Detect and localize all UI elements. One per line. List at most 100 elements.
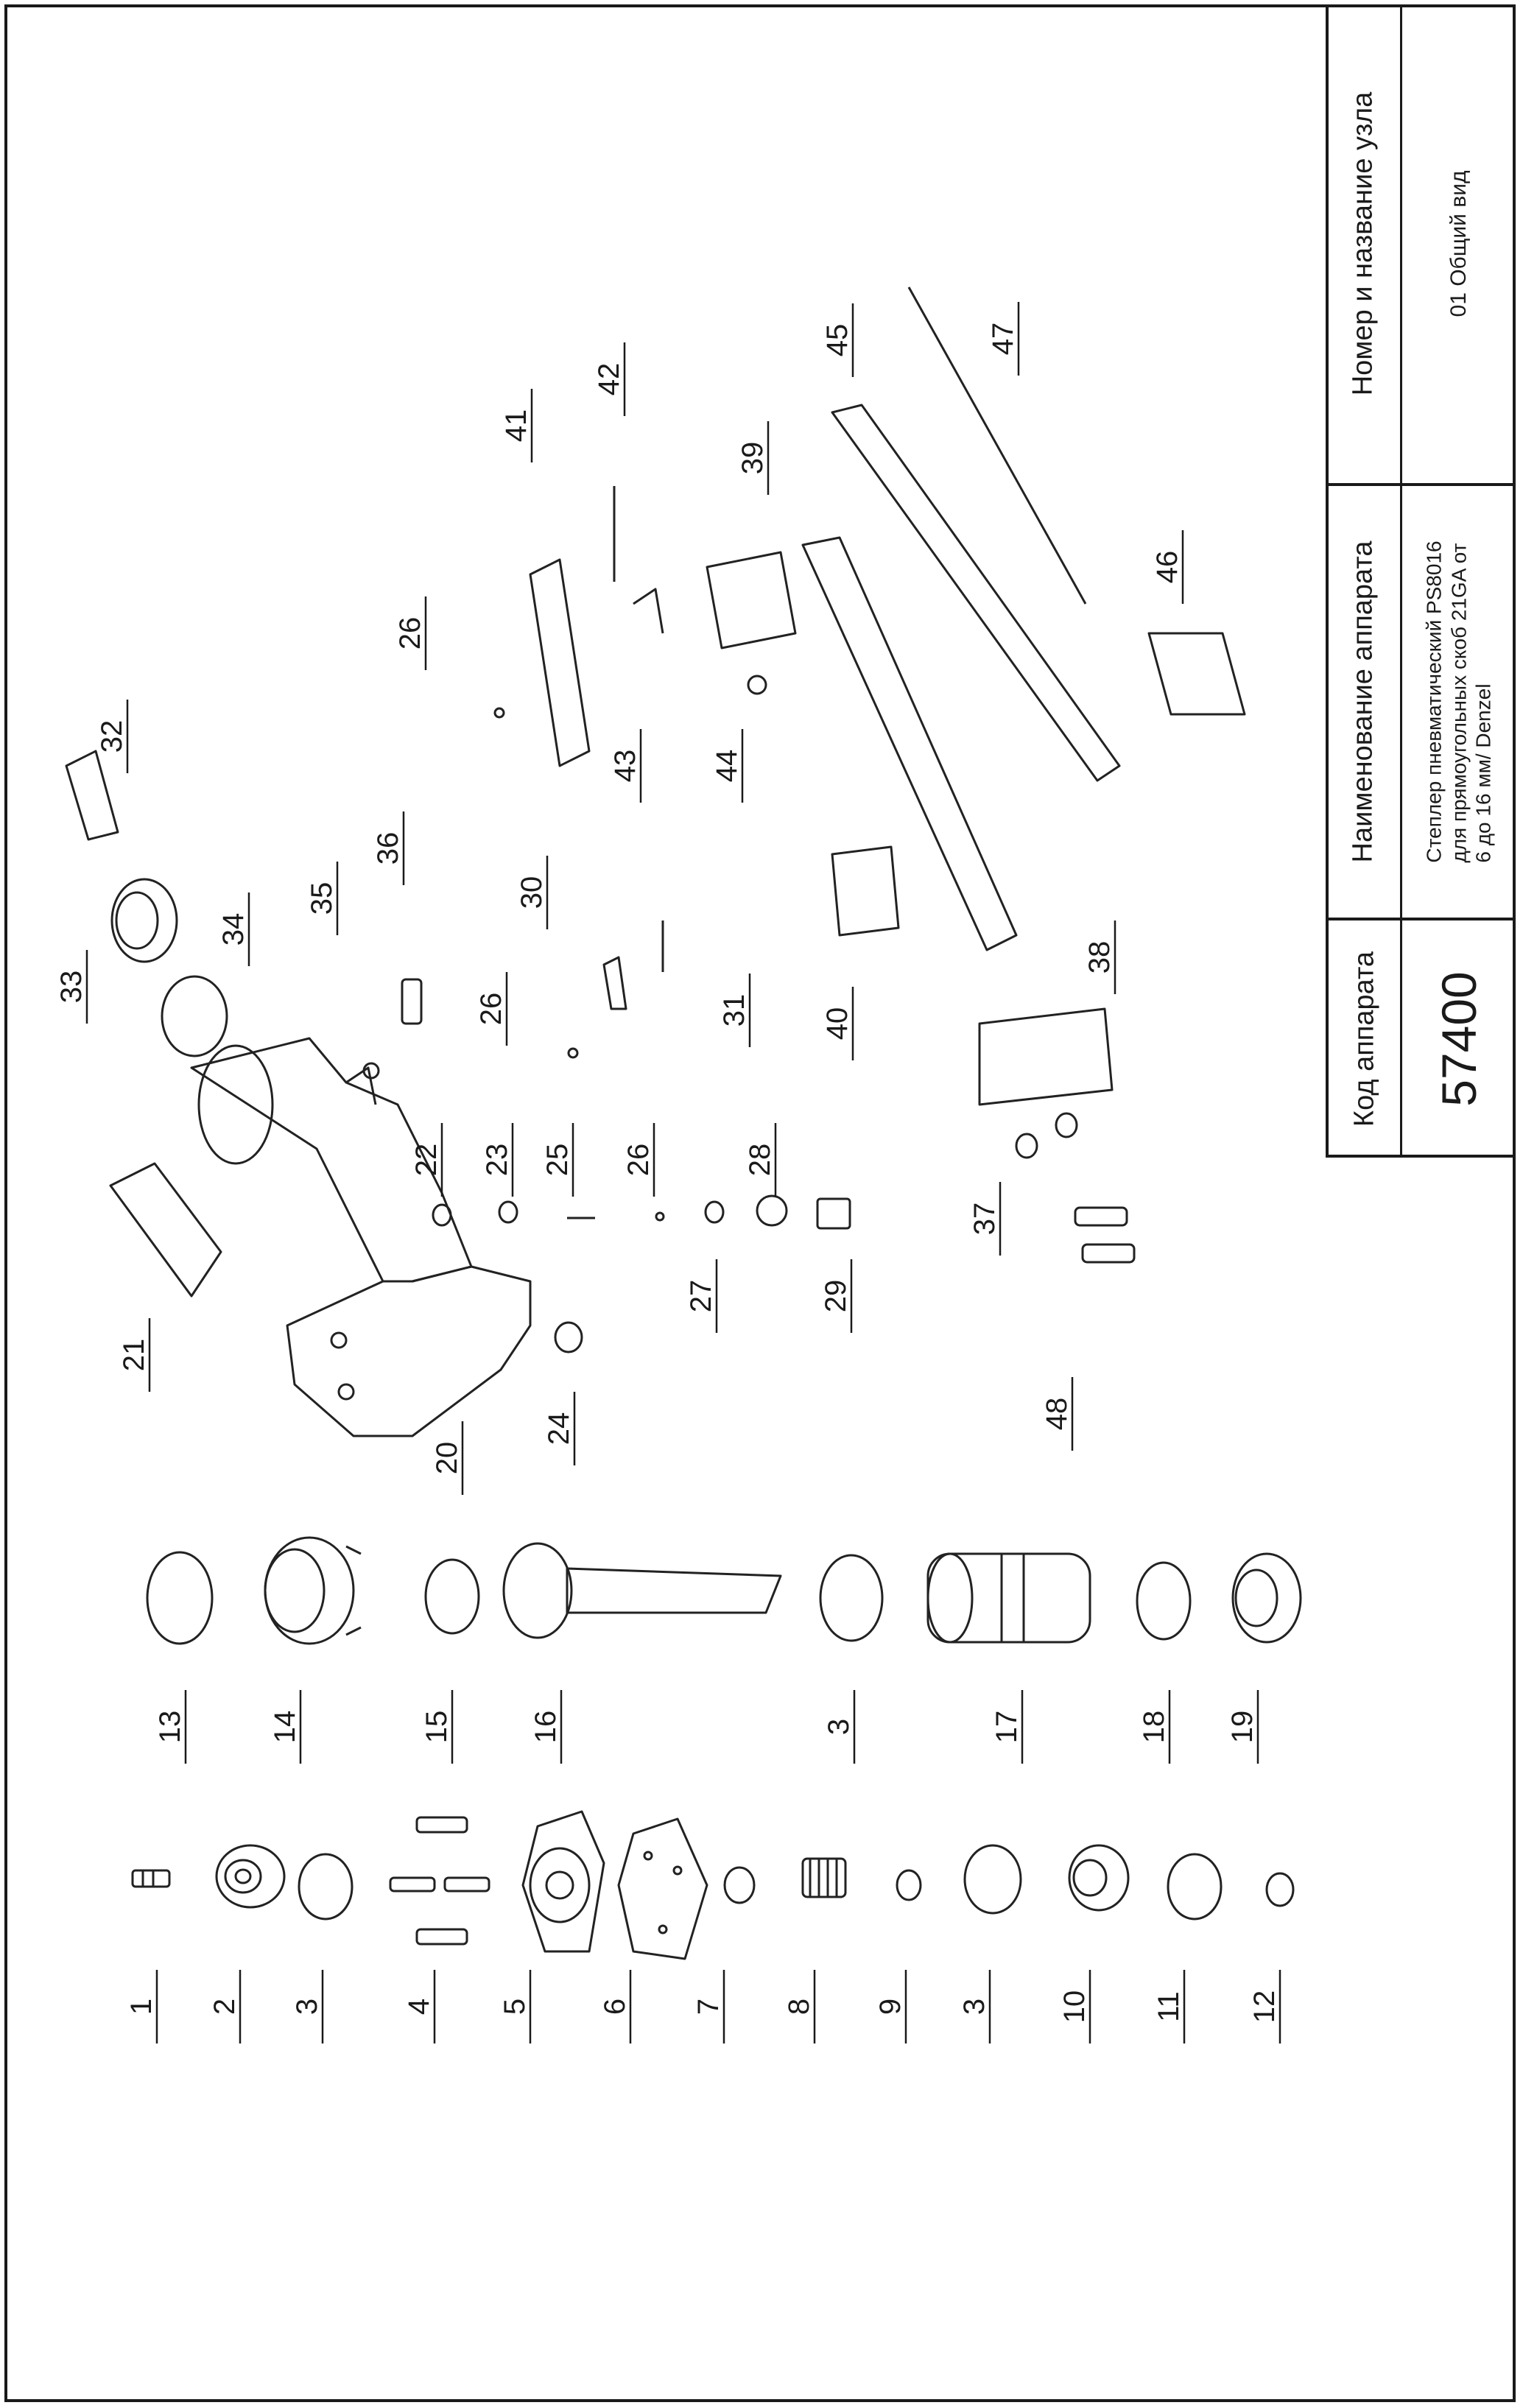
callout-21: 21 (118, 1339, 150, 1372)
part-28-valve-seat (756, 1194, 788, 1227)
name-line-1: Степлер пневматический PS8016 (1422, 541, 1446, 863)
callout-9: 9 (874, 1999, 907, 2015)
title-block (1326, 4, 1516, 1158)
callout-26: 26 (475, 993, 507, 1026)
part-32-air-connector (65, 750, 119, 841)
part-20-body-housing (190, 1037, 532, 1437)
callout-34: 34 (217, 913, 250, 946)
callout-19: 19 (1226, 1711, 1259, 1744)
sheet-frame (4, 4, 1516, 2402)
part-14-cylinder-head (264, 1536, 362, 1645)
callout-36: 36 (372, 832, 404, 865)
callout-16: 16 (530, 1711, 562, 1744)
part-9-o-ring (896, 1869, 922, 1901)
part-2-cap (215, 1844, 286, 1909)
callout-48: 48 (1041, 1398, 1073, 1431)
unit-header: Номер и название узла (1347, 91, 1378, 396)
callout-14: 14 (269, 1711, 301, 1744)
part-48-bolts (1074, 1206, 1136, 1264)
part-44-screw (747, 675, 767, 695)
callout-20: 20 (431, 1442, 463, 1475)
name-line-2: для прямоугольных скоб 21GA от (1447, 543, 1471, 863)
callout-6: 6 (599, 1999, 631, 2015)
callout-47: 47 (987, 323, 1019, 356)
part-12-o-ring (1265, 1872, 1295, 1907)
callout-32: 32 (96, 720, 128, 753)
part-16-piston-driver (502, 1542, 782, 1639)
callout-22: 22 (410, 1144, 443, 1177)
part-43-spring (633, 588, 664, 634)
callout-40: 40 (821, 1007, 854, 1041)
name-header-cell: Наименование аппарата (1326, 483, 1402, 918)
part-29-spring (816, 1197, 851, 1230)
part-27-o-ring (704, 1200, 725, 1224)
part-47-spring (907, 286, 1087, 605)
callout-24: 24 (543, 1412, 575, 1446)
callout-35: 35 (306, 882, 338, 915)
callout-33: 33 (55, 971, 88, 1004)
callout-11: 11 (1153, 1991, 1185, 2022)
callout-26: 26 (622, 1144, 655, 1177)
part-17-cylinder (926, 1552, 1091, 1644)
part-6-gasket (617, 1817, 708, 1960)
part-21-grip (109, 1162, 222, 1298)
part-33-end-cap (110, 878, 178, 963)
callout-2: 2 (208, 1999, 241, 2015)
callout-15: 15 (421, 1711, 453, 1744)
callout-43: 43 (609, 750, 641, 783)
part-24-plug (554, 1321, 583, 1353)
part-18-o-ring (1136, 1561, 1192, 1641)
name-line-3: 6 до 16 мм/ Denzel (1471, 683, 1495, 863)
callout-3: 3 (823, 1719, 855, 1735)
part-40-bracket (831, 845, 900, 937)
part-38-nose-plate (978, 1007, 1114, 1106)
callout-5: 5 (499, 1999, 531, 2015)
callout-38: 38 (1083, 941, 1116, 974)
callout-23: 23 (481, 1144, 513, 1177)
part-26-ball (567, 1047, 579, 1059)
part-8-spring (801, 1857, 847, 1898)
part-1-screw (131, 1869, 171, 1888)
part-46-pusher (1147, 632, 1246, 716)
callout-1: 1 (125, 1999, 158, 2015)
callout-7: 7 (692, 1999, 725, 2015)
part-34-o-ring (161, 975, 228, 1057)
code-value: 57400 (1432, 971, 1486, 1107)
callout-4: 4 (403, 1999, 435, 2015)
part-5-cylinder-cap (521, 1810, 605, 1953)
code-header: Код аппарата (1348, 951, 1379, 1127)
part-11-o-ring (1167, 1853, 1223, 1921)
callout-45: 45 (821, 324, 854, 357)
callout-28: 28 (744, 1144, 776, 1177)
callout-44: 44 (711, 750, 743, 783)
code-value-cell: 57400 (1402, 918, 1516, 1158)
callout-10: 10 (1058, 1990, 1091, 2024)
part-3-o-ring (963, 1844, 1022, 1915)
callout-41: 41 (500, 409, 532, 443)
unit-header-cell: Номер и название узла (1326, 4, 1402, 483)
callout-46: 46 (1151, 551, 1183, 584)
part-4-bolts (389, 1816, 490, 1946)
callout-18: 18 (1138, 1711, 1170, 1744)
callout-29: 29 (820, 1280, 852, 1313)
part-36-bolt (401, 978, 423, 1025)
part-10-valve (1068, 1844, 1130, 1912)
callout-26: 26 (394, 617, 426, 650)
part-39-bracket (706, 551, 797, 649)
callout-3: 3 (958, 1999, 991, 2015)
callout-37: 37 (968, 1203, 1001, 1236)
part-13-o-ring (146, 1551, 214, 1645)
part-37-washers (1015, 1112, 1078, 1159)
callout-39: 39 (736, 442, 769, 475)
unit-value-cell: 01 Общий вид (1402, 4, 1516, 483)
name-value: Степлер пневматический PS8016 для прямоу… (1422, 541, 1496, 862)
unit-value: 01 Общий вид (1446, 170, 1471, 317)
part-45-magazine (801, 404, 1121, 951)
callout-8: 8 (783, 1999, 815, 2015)
name-value-cell: Степлер пневматический PS8016 для прямоу… (1402, 483, 1516, 918)
part-26-ball (493, 707, 505, 719)
callout-17: 17 (991, 1711, 1023, 1744)
part-3-o-ring (819, 1554, 884, 1642)
